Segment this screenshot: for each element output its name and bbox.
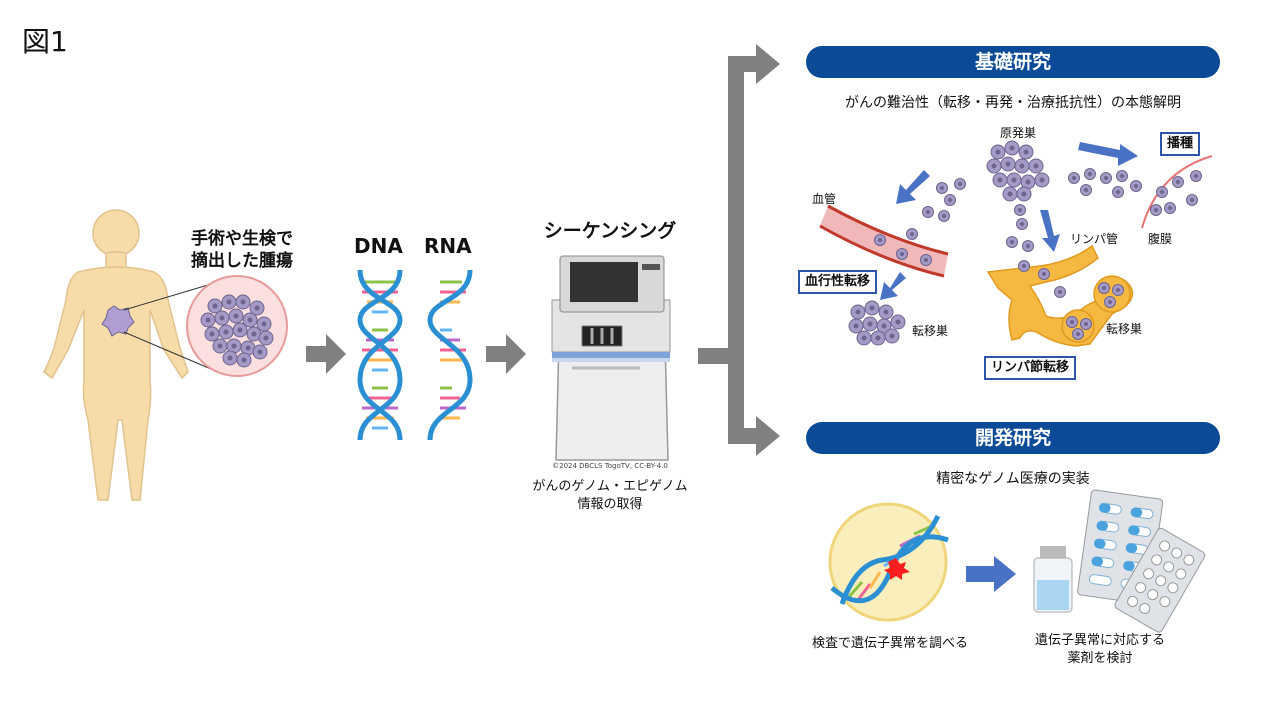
metastasis-site-label: 転移巣	[1106, 322, 1143, 336]
tumor-label-line2: 摘出した腫瘍	[191, 251, 293, 271]
development-research-header: 開発研究	[806, 422, 1220, 454]
lymph-node-metastasis-label: リンパ節転移	[984, 356, 1077, 380]
genetic-test-icon	[828, 502, 949, 622]
sequencing-caption: がんのゲノム・エピゲノム 情報の取得	[520, 478, 700, 514]
dna-helix-icon	[357, 269, 403, 441]
primary-tumor-label: 原発巣	[1000, 126, 1037, 140]
dissemination-label: 播種	[1160, 132, 1201, 156]
peritoneum-label: 腹膜	[1148, 232, 1173, 246]
disseminated-cells	[1068, 168, 1202, 216]
lymph-vessel-label: リンパ管	[1070, 232, 1119, 246]
copyright-text: ©2024 DBCLS TogoTV, CC-BY-4.0	[552, 462, 668, 470]
blood-vessel-label: 血管	[812, 192, 837, 206]
arrow-right-icon	[486, 334, 526, 374]
tumor-zoom-circle	[186, 275, 288, 377]
metastasis-site-label: 転移巣	[912, 324, 949, 338]
human-body-icon	[43, 209, 189, 501]
tumor-label-line1: 手術や生検で	[191, 229, 293, 249]
peritoneum-line	[1141, 155, 1213, 229]
drug-caption-line2: 薬剤を検討	[1067, 651, 1133, 666]
arrow-blue-icon	[880, 142, 1138, 300]
branch-arrow-icon	[698, 44, 780, 456]
rna-label: RNA	[424, 234, 472, 258]
medicine-vial-icon	[1033, 546, 1073, 613]
sequencing-caption-line1: がんのゲノム・エピゲノム	[532, 479, 688, 494]
zoom-line	[123, 331, 219, 373]
hematogenous-metastasis-label: 血行性転移	[798, 270, 878, 294]
tumor-on-body-icon	[101, 305, 135, 337]
arrow-blue-icon	[966, 556, 1016, 592]
sequencing-caption-line2: 情報の取得	[577, 497, 643, 512]
drug-caption: 遺伝子異常に対応する 薬剤を検討	[1020, 632, 1180, 668]
drug-caption-line1: 遺伝子異常に対応する	[1034, 633, 1165, 648]
pill-packs-icon	[1077, 489, 1206, 633]
primary-tumor-cluster	[986, 140, 1050, 202]
sequencing-title: シーケンシング	[543, 220, 677, 242]
rna-strand-icon	[427, 269, 473, 441]
basic-research-header: 基礎研究	[806, 46, 1220, 78]
test-caption: 検査で遺伝子異常を調べる	[811, 636, 968, 651]
figure-label: 図1	[22, 25, 68, 58]
arrow-right-icon	[306, 334, 346, 374]
basic-research-subtitle: がんの難治性（転移・再発・治療抵抗性）の本態解明	[845, 95, 1181, 111]
tumor-label: 手術や生検で 摘出した腫瘍	[182, 228, 302, 272]
sequencer-machine-icon	[551, 255, 671, 461]
zoom-line	[123, 281, 219, 311]
development-research-subtitle: 精密なゲノム医療の実装	[936, 471, 1090, 487]
metastasis-cluster-blood	[848, 300, 906, 346]
dna-label: DNA	[354, 234, 403, 258]
